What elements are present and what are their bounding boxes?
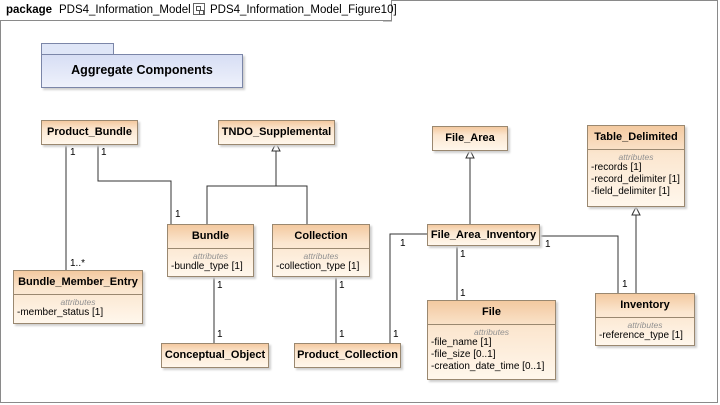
class-name: Bundle xyxy=(191,230,230,242)
class-tndo-supplemental[interactable]: TNDO_Supplemental xyxy=(218,120,335,145)
package-keyword: package xyxy=(6,4,53,16)
multiplicity-label: 1 xyxy=(400,238,406,249)
package-tab[interactable] xyxy=(41,43,114,55)
generalization-arrowhead-file-area xyxy=(465,148,475,159)
class-name: Bundle_Member_Entry xyxy=(18,276,138,288)
diagram-name: PDS4_Information_Model_Figure10] xyxy=(210,4,397,16)
class-conceptual-object[interactable]: Conceptual_Object xyxy=(161,343,269,368)
class-attribute: -file_size [0..1] xyxy=(431,349,496,360)
class-collection[interactable]: Collection attributes -collection_type [… xyxy=(272,224,370,277)
multiplicity-label: 1 xyxy=(339,329,345,340)
class-inventory[interactable]: Inventory attributes -reference_type [1] xyxy=(595,293,695,346)
class-attribute: -records [1] xyxy=(591,162,642,173)
class-divider xyxy=(168,248,253,249)
generalization-collection-tndo xyxy=(276,185,308,224)
class-bundle[interactable]: Bundle attributes -bundle_type [1] xyxy=(167,224,254,277)
multiplicity-label: 1 xyxy=(217,280,223,291)
class-name: TNDO_Supplemental xyxy=(221,126,332,138)
assoc-fai-inventory xyxy=(540,235,619,293)
class-attribute: -file_name [1] xyxy=(431,337,492,348)
multiplicity-label: 1 xyxy=(622,279,628,290)
diagram-header-tab: package PDS4_Information_Model PDS4_Info… xyxy=(0,0,397,21)
class-stereotype: attributes xyxy=(618,152,654,162)
class-stereotype: attributes xyxy=(627,320,663,330)
class-stereotype: attributes xyxy=(60,297,96,307)
class-attribute: -record_delimiter [1] xyxy=(591,174,680,185)
class-divider xyxy=(588,149,684,150)
class-name: Product_Collection xyxy=(297,349,398,361)
class-attribute: -creation_date_time [0..1] xyxy=(431,361,545,372)
class-name: Product_Bundle xyxy=(47,126,132,138)
package-aggregate-components[interactable]: Aggregate Components xyxy=(41,54,243,88)
class-divider xyxy=(14,294,142,295)
class-attribute: -member_status [1] xyxy=(17,307,104,318)
class-attribute: -field_delimiter [1] xyxy=(591,186,670,197)
class-stereotype: attributes xyxy=(303,251,339,261)
multiplicity-label: 1 xyxy=(101,147,107,158)
class-name: Conceptual_Object xyxy=(164,349,266,361)
class-product-bundle[interactable]: Product_Bundle xyxy=(41,120,138,145)
generalization-arrowhead-table-delimited xyxy=(631,205,641,216)
class-name: Inventory xyxy=(620,299,670,311)
class-name: File_Area_Inventory xyxy=(430,229,537,241)
class-attribute: -bundle_type [1] xyxy=(171,261,243,272)
package-label: Aggregate Components xyxy=(71,63,213,77)
class-stereotype: attributes xyxy=(474,327,509,337)
class-table-delimited[interactable]: Table_Delimited attributes -records [1] … xyxy=(587,125,685,207)
generalization-bundle-tndo xyxy=(206,151,277,224)
class-name: Collection xyxy=(294,230,348,242)
class-name: Table_Delimited xyxy=(594,131,678,143)
class-divider xyxy=(428,324,555,325)
class-file-area-inventory[interactable]: File_Area_Inventory xyxy=(427,224,540,246)
multiplicity-label: 1 xyxy=(175,209,181,220)
diagram-icon xyxy=(193,3,205,15)
multiplicity-label: 1..* xyxy=(70,258,86,269)
class-divider xyxy=(273,248,369,249)
class-name: File xyxy=(482,306,501,318)
multiplicity-label: 1 xyxy=(217,329,223,340)
multiplicity-label: 1 xyxy=(70,147,76,158)
class-attribute: -collection_type [1] xyxy=(276,261,360,272)
class-file-area[interactable]: File_Area xyxy=(432,126,508,151)
class-attribute: -reference_type [1] xyxy=(599,330,683,341)
class-stereotype: attributes xyxy=(193,251,228,261)
class-name: File_Area xyxy=(445,132,495,144)
package-name: PDS4_Information_Model xyxy=(59,4,191,16)
multiplicity-label: 1 xyxy=(393,329,399,340)
multiplicity-label: 1 xyxy=(460,249,466,260)
class-divider xyxy=(596,317,694,318)
multiplicity-label: 1 xyxy=(545,239,551,250)
assoc-product-bundle-bundle xyxy=(97,145,172,224)
multiplicity-label: 1 xyxy=(339,280,345,291)
class-file[interactable]: File attributes -file_name [1] -file_siz… xyxy=(427,300,556,380)
class-bundle-member-entry[interactable]: Bundle_Member_Entry attributes -member_s… xyxy=(13,270,143,324)
assoc-fai-product-collection xyxy=(389,233,427,343)
generalization-arrowhead-tndo xyxy=(271,141,281,152)
multiplicity-label: 1 xyxy=(460,288,466,299)
class-product-collection[interactable]: Product_Collection xyxy=(294,343,401,368)
